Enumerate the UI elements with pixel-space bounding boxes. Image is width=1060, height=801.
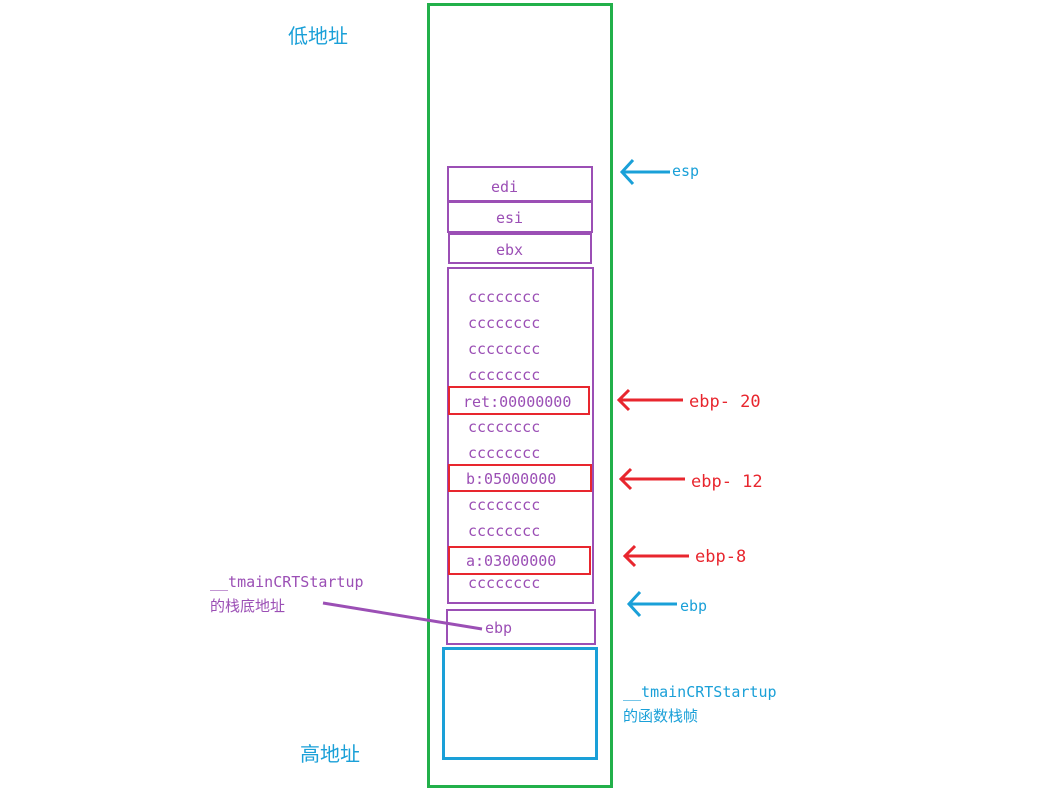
ebp-minus-8-label: ebp-8 xyxy=(695,547,747,567)
ebp-pointer-label: ebp xyxy=(680,597,708,615)
stack-cell: cccccccc xyxy=(468,444,541,462)
ebp-minus-20-label: ebp- 20 xyxy=(689,392,761,412)
ebp-minus-20-arrow-icon xyxy=(616,388,683,412)
ret-variable-box xyxy=(448,386,590,415)
base-annotation: __tmainCRTStartup 的栈底地址 xyxy=(210,570,364,618)
register-esi-box xyxy=(447,201,593,233)
low-address-label: 低地址 xyxy=(288,24,348,48)
base-annotation-connector xyxy=(322,601,483,631)
ebp-box-label: ebp xyxy=(485,619,513,637)
frame-annotation-line1: __tmainCRTStartup xyxy=(623,683,777,701)
register-ebx-box xyxy=(448,233,592,264)
ebp-minus-12-arrow-icon xyxy=(618,467,685,491)
ebp-minus-8-arrow-icon xyxy=(622,544,689,568)
esp-arrow-icon xyxy=(619,158,670,186)
stack-column xyxy=(427,3,613,788)
ebp-minus-12-label: ebp- 12 xyxy=(691,472,763,492)
high-address-label: 高地址 xyxy=(300,742,360,766)
ebp-box xyxy=(446,609,596,645)
stack-cell: cccccccc xyxy=(468,496,541,514)
b-variable-box xyxy=(448,464,592,492)
local-variable-area xyxy=(447,267,594,604)
a-variable-box xyxy=(448,546,591,575)
stack-cell: cccccccc xyxy=(468,574,541,592)
base-annotation-line1: __tmainCRTStartup xyxy=(210,573,364,591)
base-annotation-line2: 的栈底地址 xyxy=(210,597,286,615)
a-variable-value: a:03000000 xyxy=(466,552,557,570)
frame-annotation: __tmainCRTStartup 的函数栈帧 xyxy=(623,680,777,728)
esp-pointer-label: esp xyxy=(672,162,700,180)
stack-cell: cccccccc xyxy=(468,522,541,540)
caller-frame-box xyxy=(442,647,598,760)
stack-cell: cccccccc xyxy=(468,366,541,384)
stack-cell: cccccccc xyxy=(468,340,541,358)
stack-cell: cccccccc xyxy=(468,418,541,436)
register-edi-label: edi xyxy=(491,178,519,196)
register-esi-label: esi xyxy=(496,209,524,227)
b-variable-value: b:05000000 xyxy=(466,470,557,488)
frame-annotation-line2: 的函数栈帧 xyxy=(623,707,699,725)
ebp-arrow-icon xyxy=(626,590,677,618)
register-ebx-label: ebx xyxy=(496,241,524,259)
stack-cell: cccccccc xyxy=(468,288,541,306)
stack-cell: cccccccc xyxy=(468,314,541,332)
ret-variable-value: ret:00000000 xyxy=(463,393,572,411)
